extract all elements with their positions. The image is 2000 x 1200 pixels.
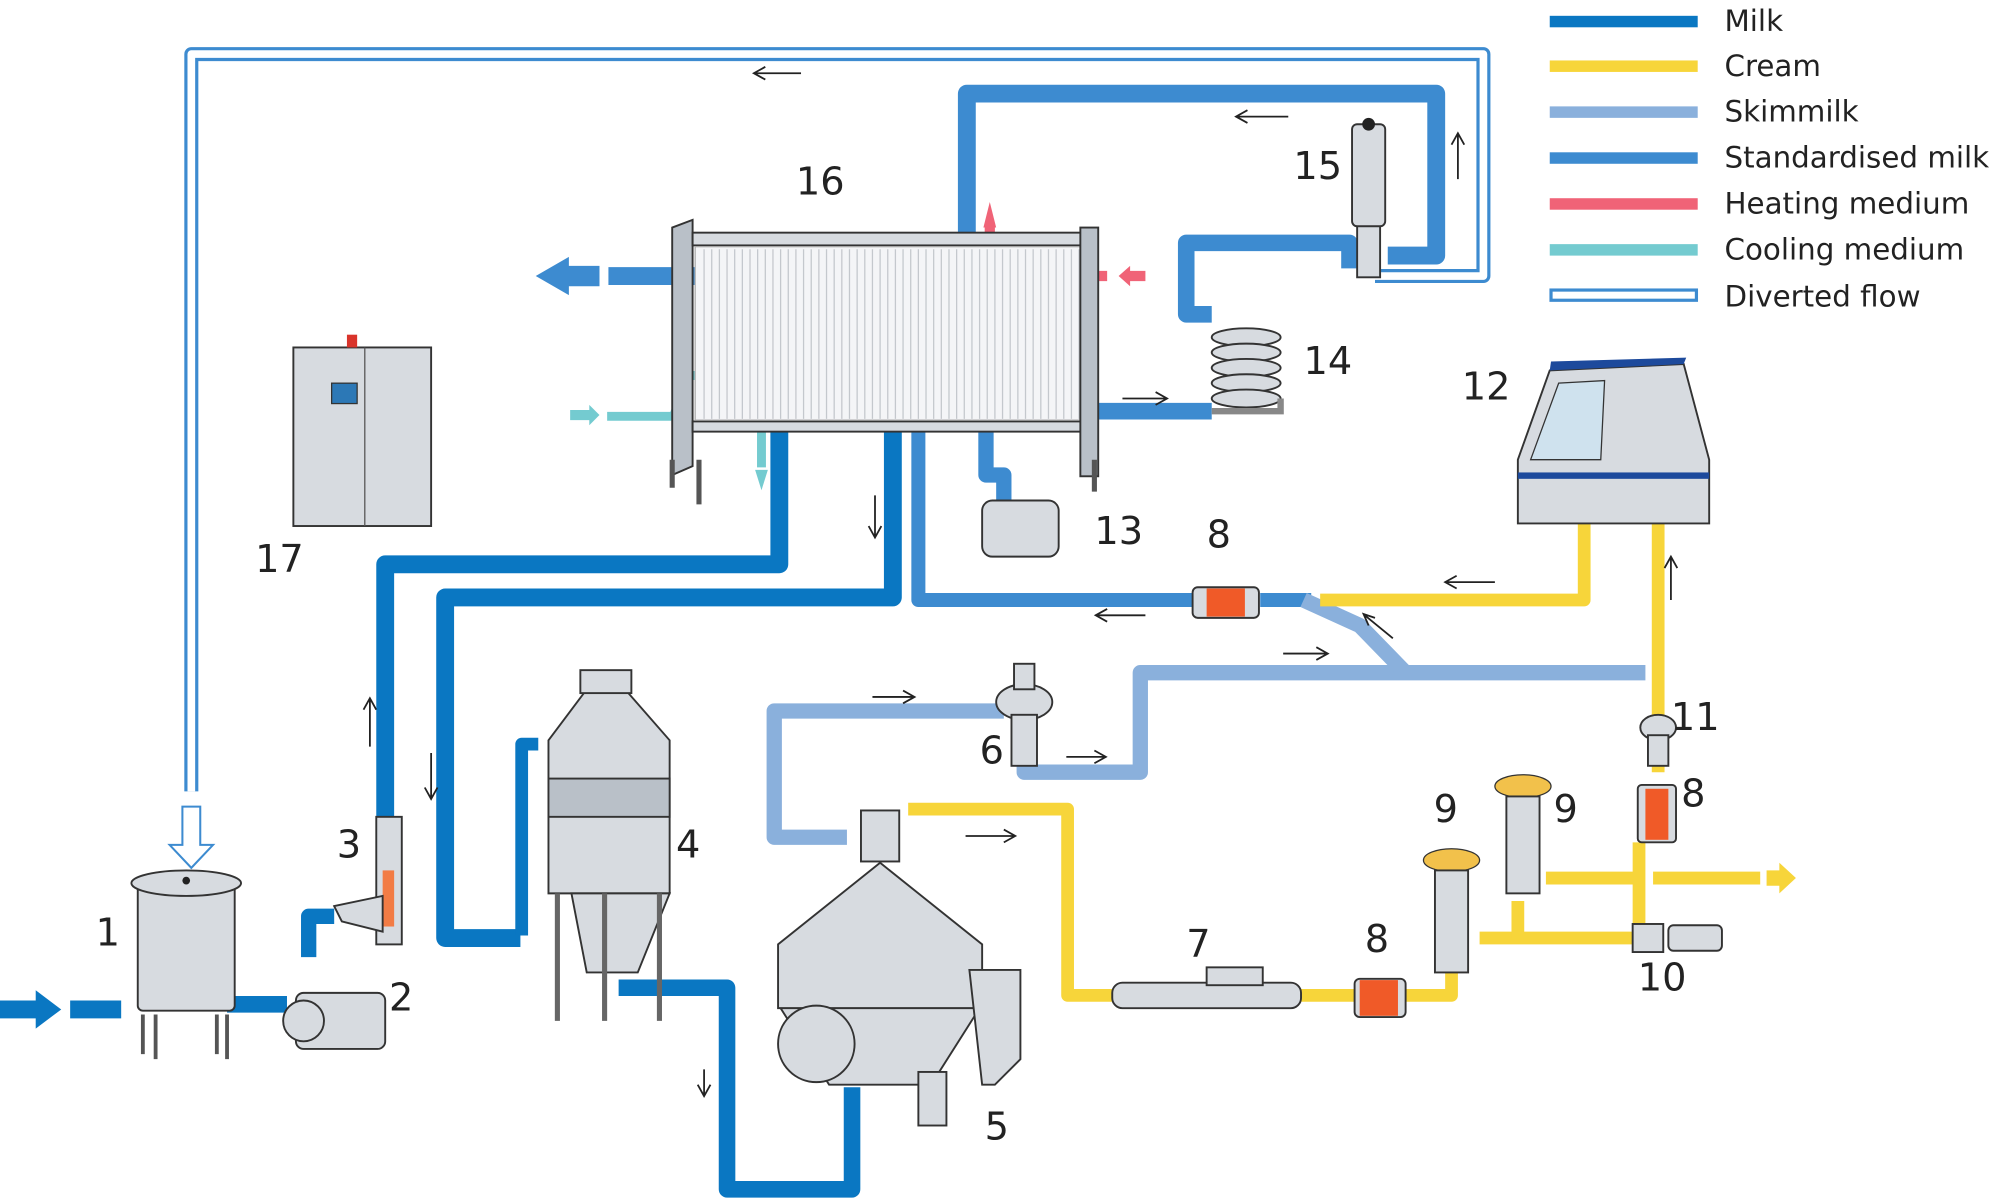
plate-heat-exchanger	[669, 218, 1100, 505]
label-8-cream: 8	[1365, 917, 1389, 962]
density-transmitter	[1111, 966, 1302, 1010]
legend-label-skimmilk: Skimmilk	[1724, 95, 1858, 129]
label-13: 13	[1094, 509, 1143, 554]
legend-label-diverted: Diverted flow	[1724, 280, 1920, 314]
legend-label-standardised: Standardised milk	[1724, 141, 1989, 175]
flow-arrow	[872, 689, 917, 705]
flow-arrow	[423, 753, 439, 801]
legend-swatch-heating	[1549, 198, 1698, 210]
label-11: 11	[1671, 695, 1720, 740]
label-15: 15	[1293, 144, 1342, 189]
flow-arrow	[751, 66, 802, 81]
label-16: 16	[796, 159, 845, 204]
label-6: 6	[980, 728, 1004, 773]
flow-arrow	[1122, 391, 1169, 406]
label-8-cream-2: 8	[1681, 772, 1705, 817]
flow-controller	[332, 815, 403, 946]
milk-lines	[0, 364, 902, 1198]
label-12: 12	[1462, 365, 1511, 410]
control-panel	[292, 334, 433, 527]
label-5: 5	[985, 1105, 1009, 1150]
check-valve	[1639, 713, 1677, 767]
legend-label-cooling: Cooling medium	[1724, 232, 1964, 266]
legend-swatch-cream	[1549, 60, 1698, 72]
label-10: 10	[1638, 955, 1687, 1000]
legend-swatch-standardised	[1549, 152, 1698, 164]
deaerator	[547, 669, 672, 1021]
flow-arrow	[1450, 131, 1466, 180]
component-labels: 1 2 3 4 5 6 7 8 8 8 9 9 10 11 12 13 14 1…	[96, 144, 1720, 1149]
control-valve-2	[1494, 774, 1552, 895]
separator	[777, 809, 1022, 1127]
holding-tube	[1210, 327, 1284, 415]
homogeniser	[1516, 357, 1711, 525]
flow-arrow	[1283, 646, 1330, 661]
diverted-flow-line	[167, 47, 1491, 870]
flow-diversion-valve	[1351, 117, 1387, 279]
legend-label-cream: Cream	[1724, 49, 1820, 83]
label-3: 3	[337, 823, 361, 868]
feed-pump	[282, 991, 387, 1050]
inlet-arrow	[0, 990, 62, 1029]
flow-arrow	[696, 1069, 712, 1099]
flow-arrow	[1093, 608, 1146, 623]
legend-swatch-milk	[1549, 15, 1698, 28]
label-17: 17	[255, 537, 304, 582]
label-7: 7	[1186, 922, 1210, 967]
flow-arrow	[1443, 574, 1495, 590]
legend-swatch-cooling	[1549, 244, 1698, 256]
label-2: 2	[389, 976, 413, 1021]
flow-arrow	[1361, 612, 1394, 639]
flow-meter-cream-2	[1636, 783, 1677, 844]
label-9-b: 9	[1554, 787, 1578, 832]
flow-arrow	[965, 828, 1018, 844]
flow-arrow	[867, 495, 883, 540]
legend-label-heating: Heating medium	[1724, 187, 1969, 221]
legend-label-milk: Milk	[1724, 4, 1783, 38]
flow-meter-skim	[1191, 586, 1260, 619]
balance-tank	[130, 869, 243, 1060]
skimmilk-lines	[766, 593, 1646, 845]
legend-swatch-skimmilk	[1549, 106, 1698, 118]
control-valve-1	[1422, 848, 1481, 974]
outlet-arrow	[535, 256, 600, 296]
shut-off-valve	[1631, 923, 1723, 953]
legend-swatch-diverted	[1549, 288, 1699, 302]
flow-meter-cream-1	[1353, 977, 1407, 1019]
label-8-skim: 8	[1207, 513, 1231, 558]
flow-arrow	[362, 696, 378, 747]
flow-arrow	[1663, 554, 1679, 600]
legend: Milk Cream Skimmilk Standardised milk He…	[1549, 4, 1989, 314]
booster-pump	[981, 499, 1060, 558]
flow-arrow	[1234, 109, 1289, 124]
constant-pressure-valve	[995, 662, 1054, 767]
diverted-inlet-arrow	[167, 805, 216, 870]
label-4: 4	[676, 823, 700, 868]
label-14: 14	[1304, 339, 1353, 384]
flow-arrow	[1066, 749, 1108, 765]
label-1: 1	[96, 911, 120, 956]
label-9-a: 9	[1434, 787, 1458, 832]
